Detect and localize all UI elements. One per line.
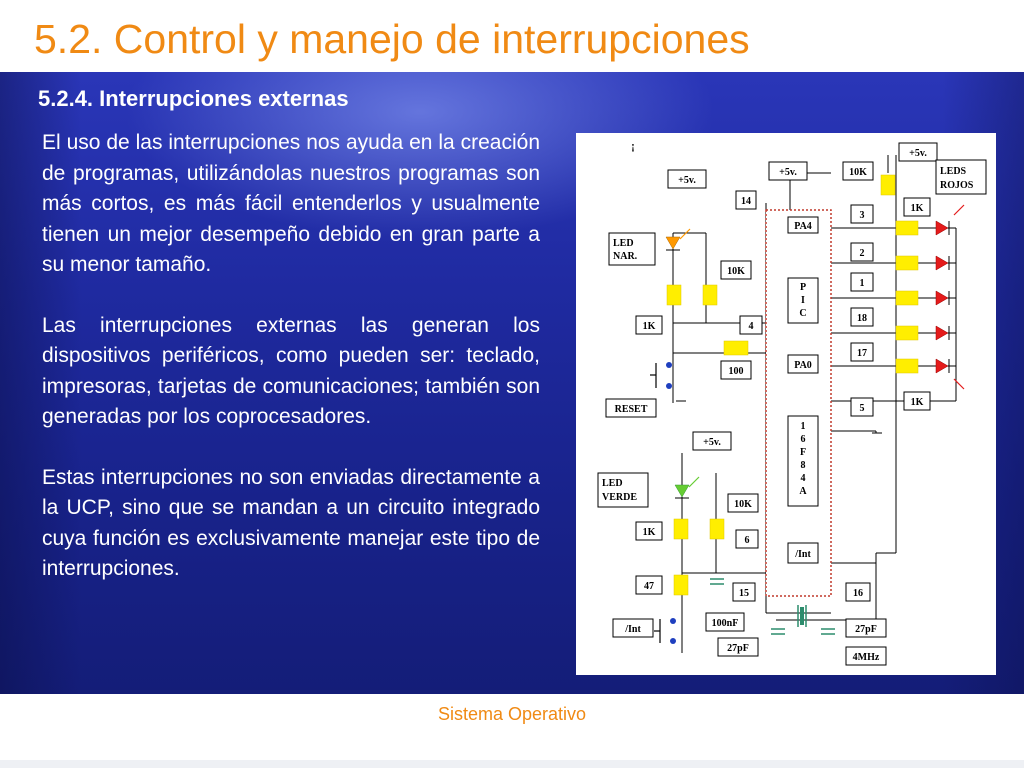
chip-pa4-label: PA4 xyxy=(794,221,812,232)
res-1k-right-bottom: 1K xyxy=(911,397,924,408)
diagram-mark: ¡ xyxy=(631,140,635,152)
cap-27pf-right: 27pF xyxy=(855,624,877,635)
res-10k-left: 10K xyxy=(727,266,745,277)
chip-model-f: F xyxy=(800,447,806,458)
chip-model-a: A xyxy=(799,486,807,497)
paragraph-3: Estas interrupciones no son enviadas dir… xyxy=(42,465,540,581)
slide-title: 5.2. Control y manejo de interrupciones xyxy=(34,16,750,62)
footer-label: Sistema Operativo xyxy=(437,704,587,724)
chip-model-6: 6 xyxy=(801,434,806,445)
led-verde-line1: LED xyxy=(602,478,623,489)
bottom-divider xyxy=(0,760,1024,768)
pin-5: 5 xyxy=(860,403,865,414)
pin-1: 1 xyxy=(860,278,865,289)
res-100: 100 xyxy=(729,366,744,377)
chip-model-4: 4 xyxy=(801,473,806,484)
pin-14: 14 xyxy=(741,196,751,207)
res-10k-bottom: 10K xyxy=(734,499,752,510)
chip-model-8: 8 xyxy=(801,460,806,471)
chip-pic-p: P xyxy=(800,282,806,293)
content-panel: 5.2.4. Interrupciones externas El uso de… xyxy=(0,72,1024,694)
chip-model-1: 1 xyxy=(801,421,806,432)
pin-6: 6 xyxy=(745,535,750,546)
pin-2: 2 xyxy=(860,248,865,259)
int-label: /Int xyxy=(624,624,641,635)
res-1k-right-top: 1K xyxy=(911,203,924,214)
vcc-center: +5v. xyxy=(779,167,797,178)
body-text: El uso de las interrupciones nos ayuda e… xyxy=(42,128,540,615)
pin-18: 18 xyxy=(857,313,867,324)
slide-subtitle: 5.2.4. Interrupciones externas xyxy=(38,86,349,111)
vcc-right: +5v. xyxy=(909,148,927,159)
reset-label: RESET xyxy=(615,404,648,415)
pin-3: 3 xyxy=(860,210,865,221)
pin-4: 4 xyxy=(749,321,754,332)
chip-int-label: /Int xyxy=(794,549,811,560)
paragraph-1: El uso de las interrupciones nos ayuda e… xyxy=(42,131,540,276)
led-verde-line2: VERDE xyxy=(602,492,637,503)
res-47: 47 xyxy=(644,581,654,592)
cap-27pf-left: 27pF xyxy=(727,643,749,654)
led-nar-line1: LED xyxy=(613,238,634,249)
leds-rojos-line2: ROJOS xyxy=(940,180,974,191)
chip-pic-c: C xyxy=(799,308,806,319)
circuit-diagram: PA4 P I C PA0 1 6 F 8 4 A /Int xyxy=(576,133,996,675)
leds-rojos-line1: LEDS xyxy=(940,166,967,177)
pin-17: 17 xyxy=(857,348,867,359)
pin-15: 15 xyxy=(739,588,749,599)
led-nar-line2: NAR. xyxy=(613,251,638,262)
res-1k-left: 1K xyxy=(643,321,656,332)
vcc-left-top: +5v. xyxy=(678,175,696,186)
vcc-left-bottom: +5v. xyxy=(703,437,721,448)
chip-pa0-label: PA0 xyxy=(794,360,812,371)
res-10k-center: 10K xyxy=(849,167,867,178)
res-1k-bottom: 1K xyxy=(643,527,656,538)
pin-16: 16 xyxy=(853,588,863,599)
cap-100nf: 100nF xyxy=(712,618,739,629)
chip-pic-i: I xyxy=(801,295,805,306)
paragraph-2: Las interrupciones externas las generan … xyxy=(42,313,540,429)
crystal-4mhz: 4MHz xyxy=(853,652,880,663)
